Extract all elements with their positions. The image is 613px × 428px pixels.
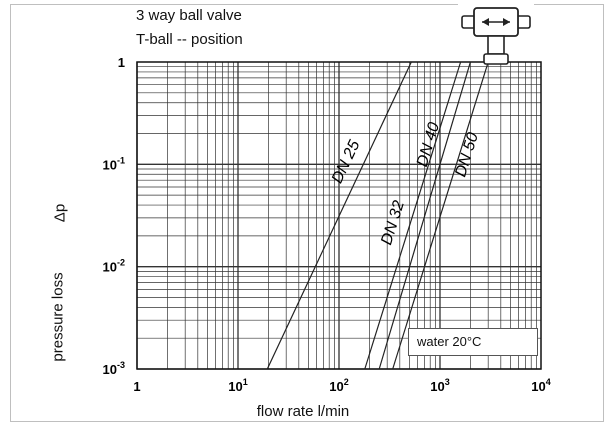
series-line-dn-25 bbox=[266, 61, 412, 370]
three-way-valve-icon bbox=[458, 4, 534, 65]
fluid-note: water 20°C bbox=[408, 328, 538, 356]
y-tick-label: 1 bbox=[118, 55, 125, 70]
y-tick-label: 10-2 bbox=[103, 258, 125, 275]
x-tick-label: 101 bbox=[228, 377, 247, 394]
series-lines bbox=[266, 61, 489, 370]
y-tick-label: 10-1 bbox=[103, 155, 125, 172]
x-tick-label: 1 bbox=[133, 379, 140, 394]
chart-frame bbox=[10, 4, 604, 422]
series-label: DN 32 bbox=[378, 199, 408, 247]
plot-area bbox=[136, 61, 542, 370]
series-label: DN 40 bbox=[414, 120, 443, 168]
x-tick-label: 102 bbox=[329, 377, 348, 394]
series-line-dn-40 bbox=[378, 61, 471, 370]
x-tick-label: 104 bbox=[531, 377, 550, 394]
y-tick-label: 10-3 bbox=[103, 360, 125, 377]
y-axis-label: pressure loss bbox=[49, 272, 67, 362]
series-line-dn-32 bbox=[364, 61, 462, 370]
chart-title: 3 way ball valve bbox=[136, 7, 242, 24]
series-line-dn-50 bbox=[392, 61, 489, 370]
grid bbox=[136, 61, 542, 370]
x-axis-label: flow rate l/min bbox=[256, 403, 350, 420]
x-tick-label: 103 bbox=[430, 377, 449, 394]
chart-subtitle: T-ball -- position bbox=[136, 31, 243, 48]
series-label: DN 50 bbox=[452, 131, 482, 179]
y-axis-symbol: Δp bbox=[51, 203, 69, 223]
